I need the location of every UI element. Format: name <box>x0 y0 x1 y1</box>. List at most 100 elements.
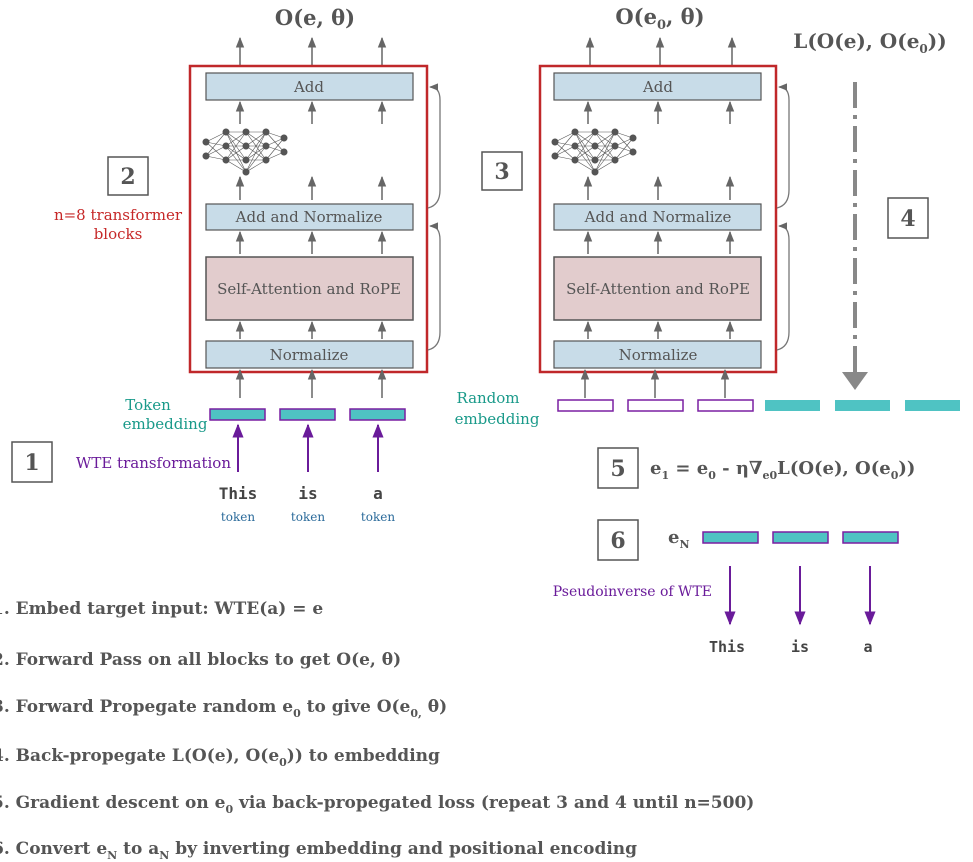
nn-edge <box>594 145 616 173</box>
step-2-number: 2 <box>120 164 135 190</box>
left-self-attention-layer <box>205 256 414 321</box>
step-4-box <box>887 197 929 239</box>
nn-edge <box>554 131 576 157</box>
input-token-this-sub: token <box>221 510 255 524</box>
left-add-layer <box>205 72 414 101</box>
left-add-label: Add <box>293 78 324 96</box>
token-embedding-3 <box>349 408 406 421</box>
output-token-is: is <box>791 638 809 656</box>
nn-node <box>202 152 210 160</box>
nn-node <box>280 134 288 142</box>
right-self-attention-layer <box>553 256 762 321</box>
loss-embedding-3 <box>905 400 960 411</box>
pseudoinverse-label: Pseudoinverse of WTE <box>553 584 712 600</box>
step-1-number: 1 <box>24 450 39 476</box>
update-equation: e1 = e0 - η∇e0L(O(e), O(e0)) <box>650 458 915 482</box>
input-token-is-sub: token <box>291 510 325 524</box>
nn-node <box>571 128 579 136</box>
nn-edge <box>205 131 227 143</box>
nn-edge <box>265 137 285 161</box>
right-normalize-label: Normalize <box>619 346 698 364</box>
input-token-a: a <box>373 484 383 503</box>
nn-node <box>611 142 619 150</box>
nn-edge <box>225 131 247 147</box>
nn-node <box>262 128 270 136</box>
right-add-layer <box>553 72 762 101</box>
left-residual-arrow-upper <box>427 83 441 209</box>
left-add-normalize-layer <box>205 203 414 231</box>
right-normalize-layer <box>553 340 762 369</box>
left-transformer-block: O(e, θ) Add Add and Normalize Self-Atten… <box>11 5 441 524</box>
step-6-number: 6 <box>610 528 625 554</box>
nn-edge <box>225 145 247 173</box>
nn-edge <box>574 145 596 161</box>
step-3-number: 3 <box>494 159 509 185</box>
nn-node <box>611 128 619 136</box>
input-token-this: This <box>219 484 258 503</box>
step-1-box <box>11 441 53 483</box>
left-internal-arrows <box>235 100 387 398</box>
nn-edge <box>245 131 267 161</box>
input-token-is: is <box>298 484 317 503</box>
nn-edge <box>614 137 634 161</box>
nn-node <box>222 128 230 136</box>
wte-transformation-label: WTE transformation <box>76 454 231 472</box>
right-internal-arrows <box>580 100 735 398</box>
nn-edge <box>225 131 247 161</box>
left-add-normalize-label: Add and Normalize <box>235 208 383 226</box>
random-embedding-1 <box>557 399 614 412</box>
left-neural-network-icon <box>202 128 288 176</box>
nn-edge <box>574 131 596 147</box>
nn-edge <box>594 131 616 161</box>
step-4-number: 4 <box>900 206 915 232</box>
input-token-a-sub: token <box>361 510 395 524</box>
transformer-note-line2: blocks <box>94 225 143 243</box>
nn-node <box>242 142 250 150</box>
right-self-attention-label: Self-Attention and RoPE <box>566 280 750 298</box>
output-token-a: a <box>863 638 872 656</box>
final-embedding-1 <box>702 531 759 544</box>
step-line-4: 4. Back-propegate L(O(e), O(e0)) to embe… <box>0 746 440 769</box>
nn-edge <box>245 159 267 173</box>
nn-edge <box>245 145 267 173</box>
step-line-5: 5. Gradient descent on e0 via back-prope… <box>0 793 754 816</box>
left-normalize-label: Normalize <box>270 346 349 364</box>
en-label: eN <box>668 527 690 551</box>
step-line-6: 6. Convert eN to aN by inverting embeddi… <box>0 839 637 862</box>
left-output-label: O(e, θ) <box>275 5 355 30</box>
nn-node <box>571 156 579 164</box>
nn-node <box>222 142 230 150</box>
transformer-note-line1: n=8 transformer <box>54 206 183 224</box>
nn-node <box>551 138 559 146</box>
token-embedding-label-line1: Token <box>125 396 171 414</box>
random-embedding-label-line2: embedding <box>455 410 540 428</box>
nn-node <box>222 156 230 164</box>
right-add-label: Add <box>642 78 673 96</box>
random-embedding-2 <box>627 399 684 412</box>
token-embedding-1 <box>209 408 266 421</box>
step-line-1: 1. Embed target input: WTE(a) = e <box>0 599 323 619</box>
nn-edge <box>245 145 267 161</box>
nn-node <box>242 156 250 164</box>
nn-edge <box>225 145 247 161</box>
random-embedding-3 <box>697 399 754 412</box>
right-add-normalize-label: Add and Normalize <box>584 208 732 226</box>
nn-edge <box>225 159 247 173</box>
final-embedding-2 <box>772 531 829 544</box>
nn-node <box>202 138 210 146</box>
nn-edge <box>574 131 596 161</box>
right-neural-network-icon <box>551 128 637 176</box>
nn-edge <box>205 131 227 157</box>
left-self-attention-label: Self-Attention and RoPE <box>217 280 401 298</box>
left-normalize-layer <box>205 340 414 369</box>
nn-node <box>280 148 288 156</box>
nn-edge <box>594 159 616 173</box>
nn-edge <box>594 131 616 173</box>
nn-node <box>242 128 250 136</box>
loss-section: L(O(e), O(e0)) 4 <box>793 29 947 390</box>
nn-edge <box>245 131 267 147</box>
update-section: 5 e1 = e0 - η∇e0L(O(e), O(e0)) <box>597 447 915 489</box>
token-embedding-2 <box>279 408 336 421</box>
nn-edge <box>594 145 616 161</box>
nn-node <box>629 148 637 156</box>
